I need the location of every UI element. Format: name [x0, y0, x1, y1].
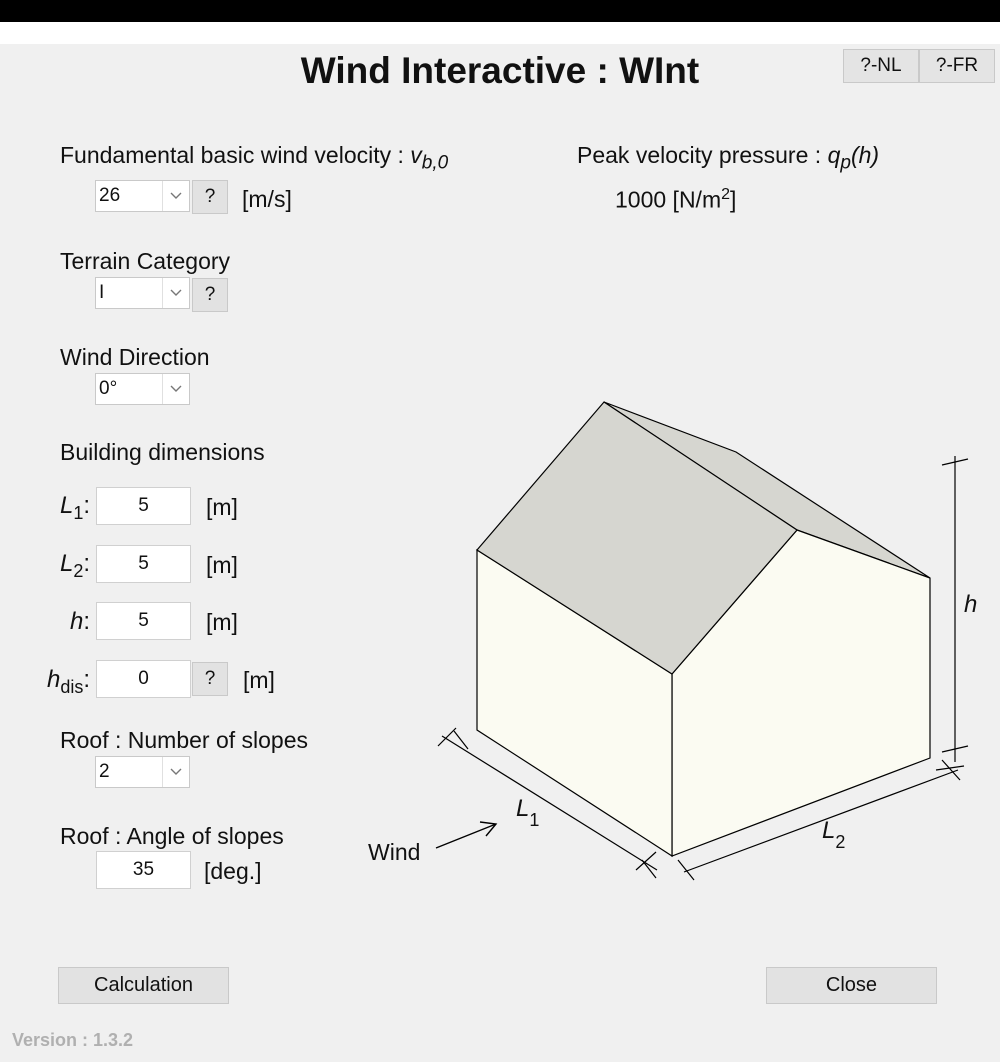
page-title: Wind Interactive : WInt: [300, 50, 700, 91]
wind-direction-label: Wind Direction: [60, 344, 210, 370]
h-label: h:: [69, 608, 90, 635]
roof-angle-unit: [deg.]: [204, 858, 262, 884]
wind-velocity-symbol: v: [410, 142, 422, 168]
l2-label: L2:: [59, 550, 90, 581]
version-label: Version : 1.3.2: [12, 1030, 134, 1050]
l2-unit: [m]: [206, 552, 238, 578]
roof-angle-input[interactable]: 35: [96, 851, 191, 889]
wind-direction-select[interactable]: 0°: [95, 373, 190, 405]
hdis-unit: [m]: [243, 667, 275, 693]
diagram-l1-label: L1: [516, 795, 539, 830]
peak-pressure-value: 1000 [N/m2]: [615, 186, 737, 213]
wind-velocity-help-button[interactable]: ?: [192, 180, 228, 214]
peak-pressure-symbol: q: [827, 142, 841, 168]
h-unit: [m]: [206, 609, 238, 635]
roof-front-slope: [476, 401, 798, 675]
roof-slopes-select[interactable]: 2: [95, 756, 190, 788]
wind-velocity-subscript: b,0: [421, 152, 449, 174]
top-black-bar: [0, 0, 1000, 22]
chevron-down-icon: [162, 278, 189, 308]
h-dimension-line: [941, 456, 969, 762]
chevron-down-icon: [162, 757, 189, 787]
diagram-wind-label: Wind: [368, 839, 420, 865]
wind-arrow-icon: [435, 821, 498, 849]
peak-pressure-subscript: p: [840, 152, 851, 174]
wint-window: Wind Interactive : WInt ?-NL ?-FR Fundam…: [0, 22, 1000, 1062]
roof-angle-label: Roof : Angle of slopes: [60, 823, 284, 849]
wind-velocity-unit: [m/s]: [242, 186, 292, 212]
building-dimensions-label: Building dimensions: [60, 439, 265, 465]
h-input[interactable]: 5: [96, 602, 191, 640]
wind-velocity-value: 26: [99, 185, 121, 206]
close-button[interactable]: Close: [766, 967, 937, 1004]
hdis-help-button[interactable]: ?: [192, 662, 228, 696]
roof-slopes-label: Roof : Number of slopes: [60, 727, 309, 753]
l1-label: L1:: [59, 492, 90, 523]
terrain-category-select[interactable]: I: [95, 277, 190, 309]
l1-dimension-line: [437, 727, 658, 879]
hdis-input[interactable]: 0: [96, 660, 191, 698]
l2-dimension-line: [677, 759, 965, 881]
terrain-category-value: I: [99, 282, 105, 303]
terrain-help-button[interactable]: ?: [192, 278, 228, 312]
peak-pressure-label: Peak velocity pressure : qp(h): [577, 142, 880, 174]
l1-input[interactable]: 5: [96, 487, 191, 525]
calculation-button[interactable]: Calculation: [58, 967, 229, 1004]
l2-input[interactable]: 5: [96, 545, 191, 583]
building-diagram: Wind L1 L2 h: [368, 401, 977, 881]
l1-unit: [m]: [206, 494, 238, 520]
terrain-category-label: Terrain Category: [60, 248, 231, 274]
wind-velocity-label: Fundamental basic wind velocity : vb,0: [60, 142, 449, 174]
chevron-down-icon: [162, 374, 189, 404]
wind-velocity-select[interactable]: 26: [95, 180, 190, 212]
help-fr-button[interactable]: ?-FR: [919, 49, 995, 83]
window-top-band: [0, 22, 1000, 44]
chevron-down-icon: [162, 181, 189, 211]
help-nl-button[interactable]: ?-NL: [843, 49, 919, 83]
wind-direction-value: 0°: [99, 378, 118, 399]
diagram-h-label: h: [964, 591, 977, 618]
peak-pressure-suffix: (h): [850, 142, 880, 168]
roof-slopes-value: 2: [99, 761, 110, 782]
hdis-label: hdis:: [46, 666, 90, 697]
diagram-l2-label: L2: [822, 817, 845, 852]
